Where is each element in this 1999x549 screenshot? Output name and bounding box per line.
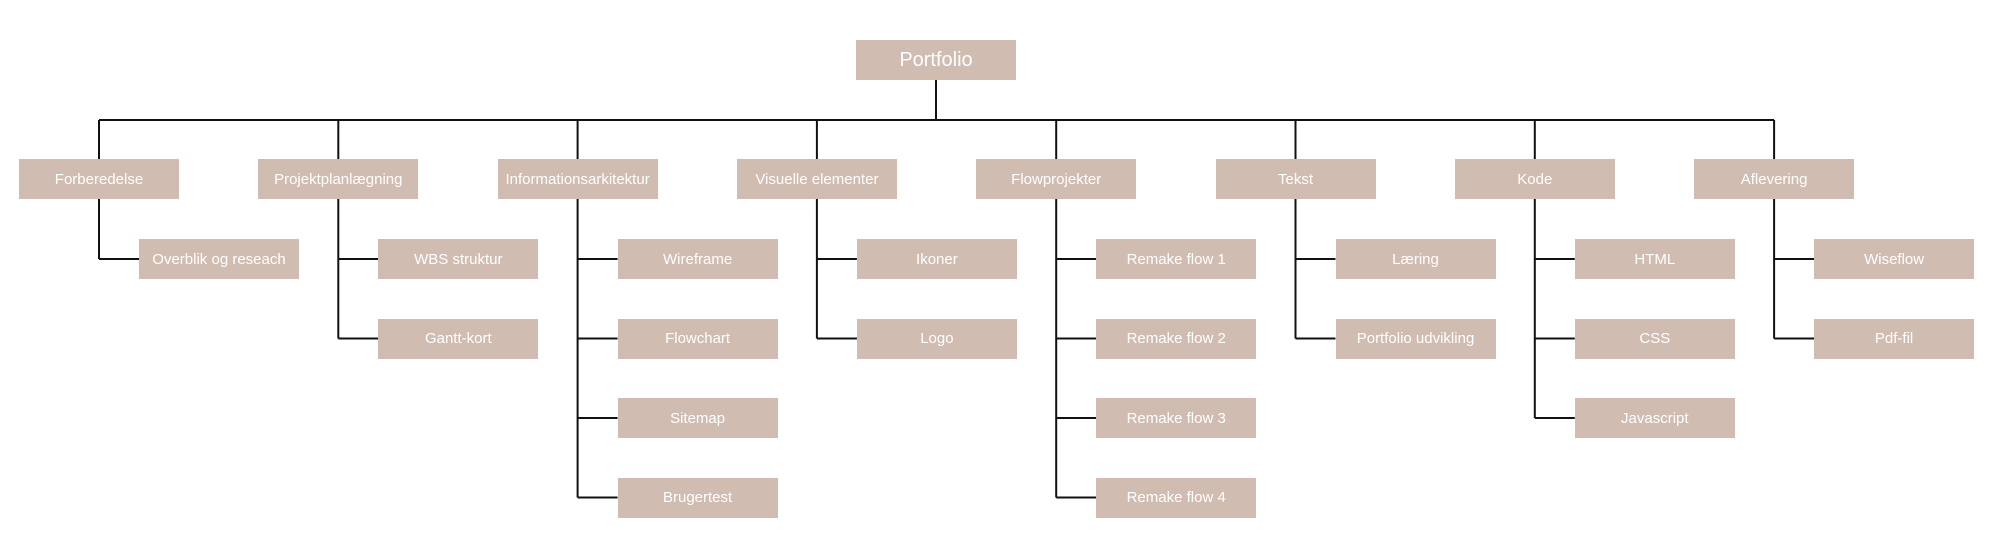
leaf-node-sitemap: Sitemap — [617, 398, 778, 438]
category-node-tekst: Tekst — [1215, 159, 1376, 199]
category-node-flowprojekter: Flowprojekter — [976, 159, 1137, 199]
leaf-node-wbs-struktur: WBS struktur — [378, 239, 539, 279]
leaf-node-flowchart: Flowchart — [617, 318, 778, 359]
leaf-node-ikoner: Ikoner — [856, 239, 1017, 279]
leaf-node-overblik-og-reseach: Overblik og reseach — [139, 239, 299, 279]
leaf-node-gantt-kort: Gantt-kort — [378, 318, 539, 359]
leaf-node-wiseflow: Wiseflow — [1814, 239, 1975, 279]
root-node-portfolio: Portfolio — [856, 40, 1016, 80]
leaf-node-logo: Logo — [856, 318, 1017, 359]
leaf-node-remake-flow-1: Remake flow 1 — [1096, 239, 1257, 279]
category-node-projektplanlaegning: Projektplanlægning — [258, 159, 419, 199]
leaf-node-css: CSS — [1574, 318, 1735, 359]
leaf-node-remake-flow-3: Remake flow 3 — [1096, 398, 1257, 438]
leaf-node-remake-flow-4: Remake flow 4 — [1096, 477, 1257, 518]
leaf-node-brugertest: Brugertest — [617, 477, 778, 518]
category-node-informationsarkitektur: Informationsarkitektur — [497, 159, 658, 199]
leaf-node-laering: Læring — [1335, 239, 1496, 279]
leaf-node-wireframe: Wireframe — [617, 239, 778, 279]
category-node-aflevering: Aflevering — [1694, 159, 1855, 199]
category-node-visuelle-elementer: Visuelle elementer — [736, 159, 897, 199]
leaf-node-pdf-fil: Pdf-fil — [1814, 318, 1975, 359]
category-node-forberedelse: Forberedelse — [19, 159, 179, 199]
leaf-node-portfolio-udvikling: Portfolio udvikling — [1335, 318, 1496, 359]
leaf-node-html: HTML — [1574, 239, 1735, 279]
category-node-kode: Kode — [1454, 159, 1615, 199]
leaf-node-remake-flow-2: Remake flow 2 — [1096, 318, 1257, 359]
leaf-node-javascript: Javascript — [1574, 398, 1735, 438]
